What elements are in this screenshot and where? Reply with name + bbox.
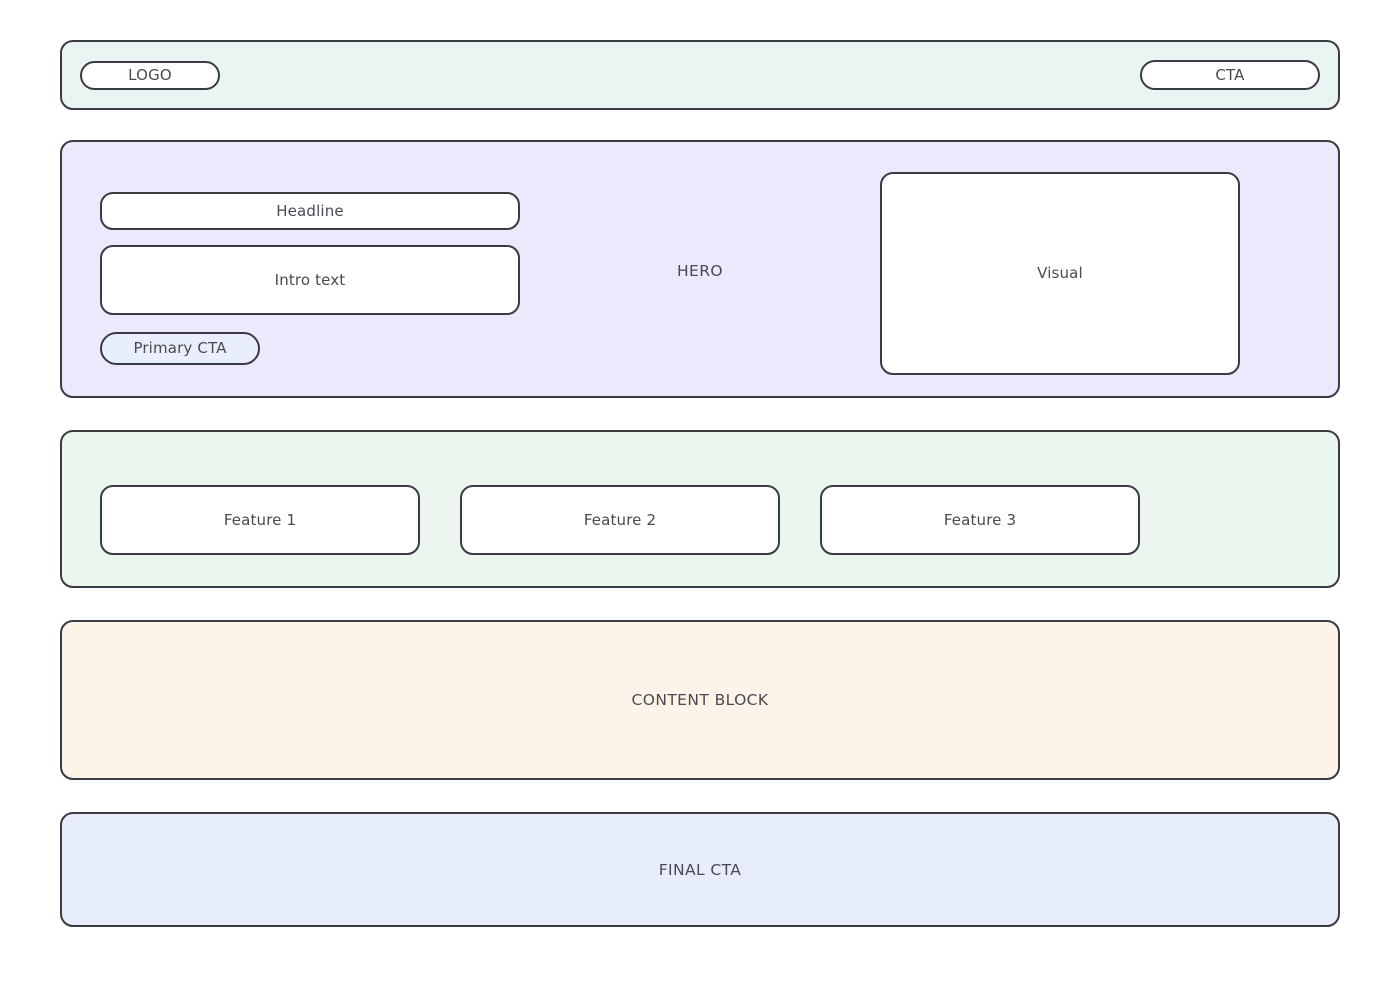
hero-visual-label: Visual: [1037, 264, 1083, 282]
hero-primary-cta-button[interactable]: Primary CTA: [100, 332, 260, 365]
hero-primary-cta-label: Primary CTA: [133, 339, 227, 357]
hero-intro-label: Intro text: [274, 270, 346, 289]
final-cta-title: FINAL CTA: [658, 860, 742, 879]
hero-intro-placeholder: Intro text: [100, 245, 520, 315]
feature-card[interactable]: Feature 2: [460, 485, 780, 555]
feature-card[interactable]: Feature 1: [100, 485, 420, 555]
feature-card-label: Feature 2: [583, 510, 657, 529]
header-cta-label: CTA: [1215, 65, 1245, 84]
feature-card-label: Feature 3: [943, 510, 1017, 529]
feature-card[interactable]: Feature 3: [820, 485, 1140, 555]
header-section: [60, 40, 1340, 110]
final-cta-section[interactable]: [60, 812, 1340, 927]
logo-label: LOGO: [128, 66, 172, 84]
content-block-title: CONTENT BLOCK: [631, 691, 769, 709]
hero-section-title: HERO: [676, 262, 724, 280]
hero-headline-placeholder: Headline: [100, 192, 520, 230]
hero-visual-placeholder: Visual: [880, 172, 1240, 375]
hero-headline-label: Headline: [276, 201, 344, 220]
feature-card-label: Feature 1: [223, 510, 297, 529]
logo-button[interactable]: LOGO: [80, 61, 220, 90]
header-cta-button[interactable]: CTA: [1140, 60, 1320, 90]
content-block-section: [60, 620, 1340, 780]
